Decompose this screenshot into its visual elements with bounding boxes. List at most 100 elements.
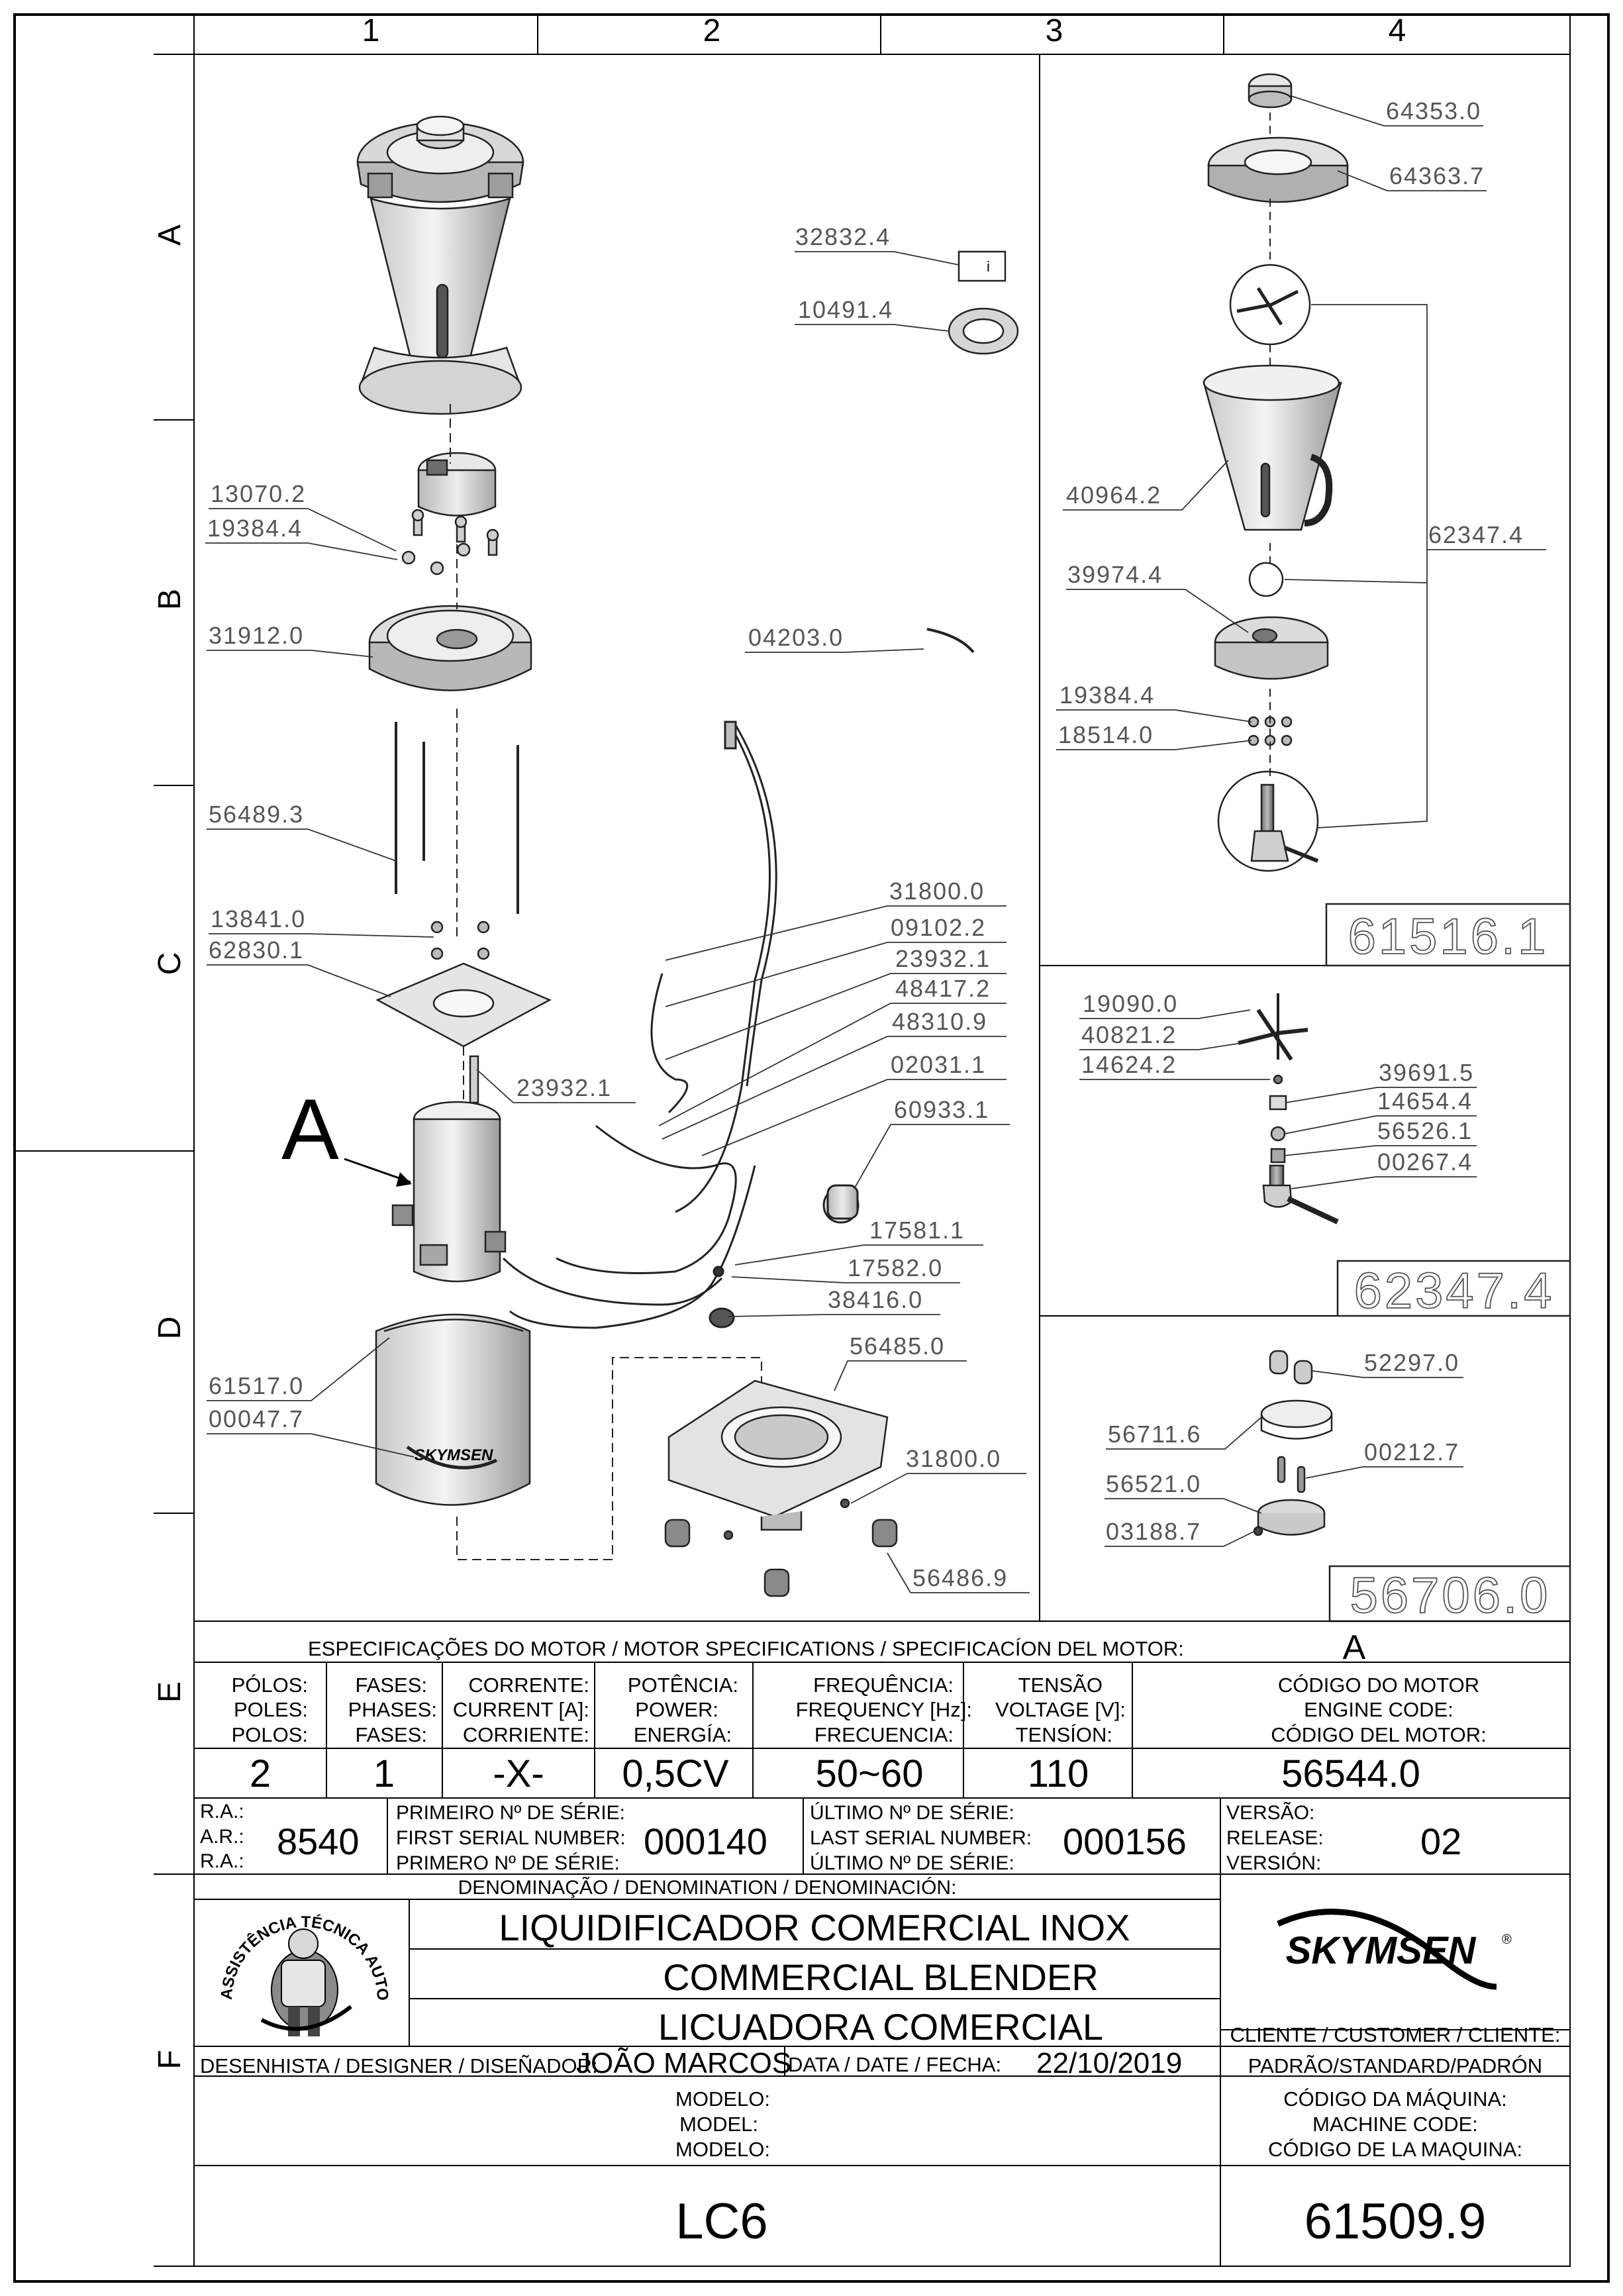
first-serial-value: 000140: [644, 1821, 767, 1862]
spec-header: FASES:: [355, 1723, 427, 1746]
row-label: D: [152, 1317, 187, 1340]
callout: 03188.7: [1106, 1518, 1200, 1545]
release-label: RELEASE:: [1226, 1827, 1324, 1849]
first-serial-label: FIRST SERIAL NUMBER:: [396, 1827, 626, 1849]
callout: 23932.1: [895, 945, 991, 972]
subassembly-code: 61516.1: [1348, 909, 1549, 965]
callout: 40964.2: [1066, 481, 1161, 509]
spec-header: PÓLOS:: [232, 1673, 308, 1697]
part-number-label: 14624.2: [1081, 1051, 1177, 1078]
part-number-label: 52297.0: [1364, 1349, 1459, 1376]
part-number-label: 56526.1: [1377, 1117, 1473, 1144]
center-dash-lines: [450, 404, 762, 1560]
callout: 18514.0: [1058, 721, 1154, 748]
column-label: 2: [703, 13, 721, 48]
part-number-label: 62830.1: [209, 936, 304, 964]
callout: 62830.1: [209, 936, 304, 964]
callout: 19090.0: [1083, 990, 1177, 1017]
part-number-label: 23932.1: [895, 945, 991, 972]
screws-upper-illustration: [401, 509, 499, 575]
callout: 48417.2: [895, 975, 991, 1002]
panel-cup-assembly: 61516.1: [1203, 73, 1571, 967]
part-number-label: 56711.6: [1108, 1421, 1201, 1448]
part-number-label: 18514.0: [1058, 721, 1154, 748]
callout: 56521.0: [1106, 1470, 1201, 1497]
date-value: 22/10/2019: [1036, 2047, 1182, 2079]
column-label: 3: [1046, 13, 1063, 48]
part-number-label: 17581.1: [869, 1217, 965, 1244]
last-serial-label: ÚLTIMO Nº DE SÉRIE:: [810, 1852, 1014, 1874]
part-number-label: 14654.4: [1377, 1087, 1473, 1115]
callout: 02031.1: [891, 1051, 985, 1078]
last-serial-label: LAST SERIAL NUMBER:: [810, 1827, 1032, 1849]
callout: 39691.5: [1379, 1059, 1474, 1086]
column-label: 1: [362, 13, 380, 48]
spec-header: PHASES:: [348, 1698, 437, 1721]
part-number-label: 56521.0: [1106, 1470, 1201, 1497]
brand-logo: SKYMSEN ®: [1277, 1909, 1512, 1990]
denomination-line-pt: LIQUIDIFICADOR COMERCIAL INOX: [499, 1907, 1130, 1948]
callout: 61517.0: [209, 1372, 304, 1399]
callout: 00267.4: [1377, 1148, 1473, 1175]
part-number-label: 39691.5: [1379, 1059, 1474, 1086]
part-number-label: 00212.7: [1364, 1438, 1459, 1466]
denomination-line-es: LICUADORA COMERCIAL: [658, 2006, 1103, 2048]
spec-header: FREQUENCY [Hz]:: [796, 1698, 972, 1721]
spec-header: FASES:: [355, 1673, 427, 1697]
release-label: VERSÃO:: [1226, 1801, 1314, 1824]
part-number-label: 56485.0: [850, 1332, 945, 1360]
spec-header: POWER:: [635, 1698, 718, 1721]
part-number-label: 10491.4: [798, 296, 893, 323]
part-number-label: 56489.3: [209, 801, 304, 828]
footer-block: CLIENTE / CUSTOMER / CLIENTE: PADRÃO/STA…: [200, 2023, 1560, 2250]
part-number-label: 38416.0: [828, 1286, 923, 1313]
callout: 56486.9: [912, 1564, 1007, 1591]
callout: 13841.0: [211, 905, 306, 932]
main-parts: SKYMSEN: [356, 115, 1019, 1597]
part-number-label: 61517.0: [209, 1372, 304, 1399]
wiring-illustration: [502, 721, 860, 1329]
model-label: MODEL:: [679, 2113, 758, 2136]
callout: 56489.3: [209, 801, 304, 828]
part-number-label: 40964.2: [1066, 481, 1161, 509]
spec-value-poles: 2: [250, 1752, 271, 1795]
callout: 13070.2: [211, 480, 305, 507]
machine-code-label: MACHINE CODE:: [1312, 2113, 1478, 2136]
callout: 04203.0: [748, 624, 842, 651]
part-number-label: 48417.2: [895, 975, 991, 1002]
cup-lid-illustration: [356, 115, 524, 203]
spec-header: CÓDIGO DEL MOTOR:: [1271, 1723, 1487, 1746]
callout: 17582.0: [848, 1254, 942, 1281]
spec-header: ENERGÍA:: [634, 1723, 732, 1746]
badge-text: ASSISTÊNCIA TÉCNICA AUTORIZADA: [0, 0, 391, 2001]
callout: 17581.1: [869, 1217, 965, 1244]
spec-value-engine-code: 56544.0: [1281, 1752, 1420, 1795]
model-label: MODELO:: [675, 2138, 770, 2161]
part-number-label: 32832.4: [795, 223, 891, 250]
motor-illustration: [391, 1055, 507, 1283]
part-number-label: 13841.0: [211, 905, 306, 932]
callout: 00047.7: [209, 1405, 303, 1432]
callout: 52297.0: [1364, 1349, 1459, 1376]
callout: 14624.2: [1081, 1051, 1177, 1078]
model-label: MODELO:: [675, 2087, 770, 2111]
callout: 39974.4: [1067, 561, 1161, 588]
panel-blade-assembly: 62347.4: [1238, 993, 1571, 1320]
subassembly-code: 56706.0: [1350, 1568, 1551, 1624]
callout: 10491.4: [798, 296, 893, 323]
callout: 14654.4: [1377, 1087, 1473, 1115]
callout: 62347.4: [1428, 521, 1522, 548]
date-label: DATA / DATE / FECHA:: [788, 2053, 1001, 2076]
callout: 23932.1: [516, 1074, 611, 1101]
denomination-line-en: COMMERCIAL BLENDER: [663, 1956, 1099, 1998]
part-number-label: 31800.0: [889, 877, 985, 905]
callout: 31912.0: [209, 622, 303, 649]
svg-text:ASSISTÊNCIA TÉCNICA AUTORIZADA: ASSISTÊNCIA TÉCNICA AUTORIZADA: [0, 0, 391, 2001]
callout: 00212.7: [1364, 1438, 1459, 1466]
part-number-label: 00267.4: [1377, 1148, 1473, 1175]
authorized-service-badge: ASSISTÊNCIA TÉCNICA AUTORIZADA: [0, 0, 391, 2036]
spec-value-frequency: 50~60: [816, 1752, 924, 1795]
column-label: 4: [1389, 13, 1406, 48]
specs-title: ESPECIFICAÇÕES DO MOTOR / MOTOR SPECIFIC…: [308, 1637, 1184, 1660]
model-value: LC6: [675, 2193, 767, 2250]
